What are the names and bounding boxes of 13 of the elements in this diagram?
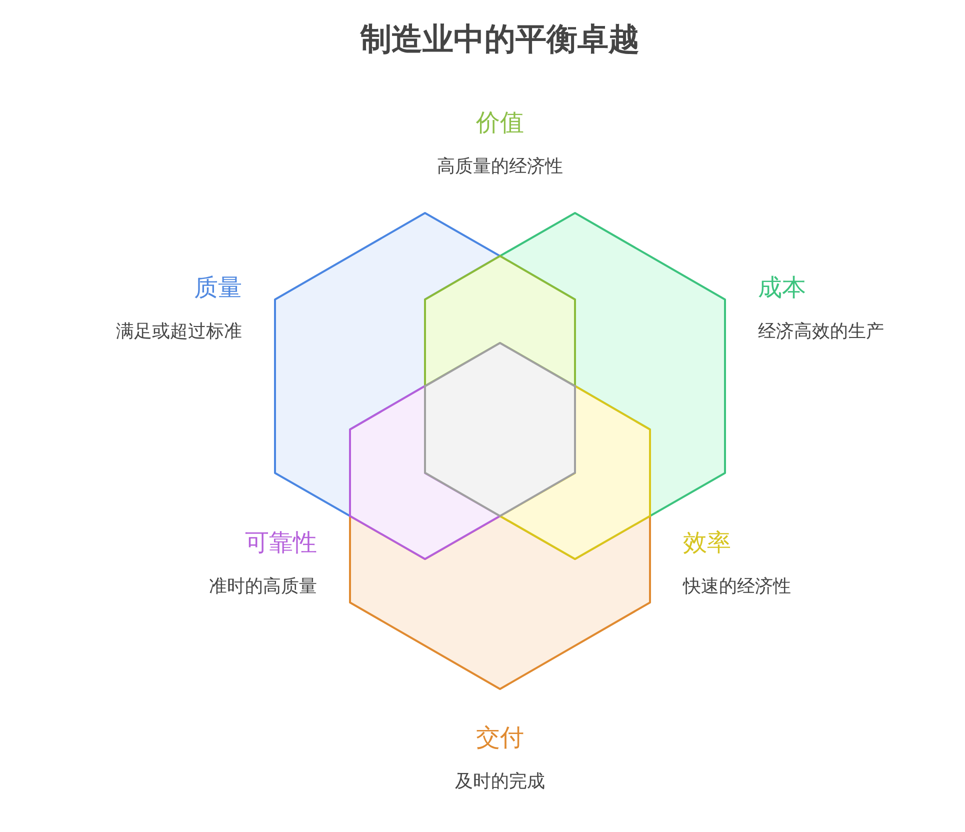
heading: 成本 — [758, 274, 806, 302]
heading: 交付 — [476, 724, 524, 752]
title: 制造业中的平衡卓越 — [360, 21, 640, 59]
description: 满足或超过标准 — [116, 321, 242, 343]
description: 准时的高质量 — [209, 576, 317, 598]
description: 及时的完成 — [455, 771, 545, 793]
heading: 价值 — [476, 108, 524, 138]
description: 快速的经济性 — [683, 576, 791, 598]
heading: 质量 — [194, 274, 242, 302]
heading: 可靠性 — [245, 528, 317, 558]
description: 经济高效的生产 — [758, 321, 884, 343]
heading: 效率 — [683, 528, 731, 558]
description: 高质量的经济性 — [437, 156, 563, 178]
